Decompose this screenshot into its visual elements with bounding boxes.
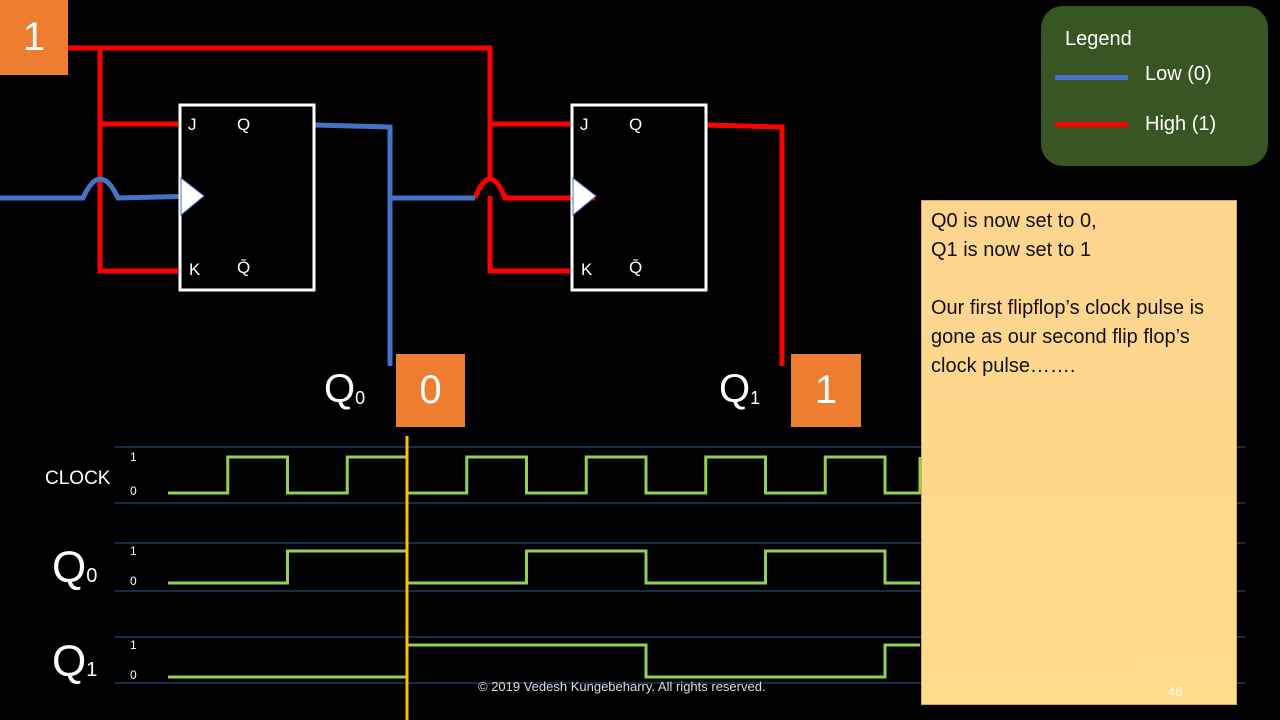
ff1-k-label: K [189, 260, 201, 279]
low-tick-label: 0 [130, 574, 137, 588]
legend-low-label: Low (0) [1145, 63, 1212, 85]
input-high-box: 1 [0, 0, 68, 75]
waveform-q0 [168, 549, 920, 585]
flipflop-1 [178, 103, 316, 292]
wire-clock2 [472, 176, 595, 201]
ff2-q-label: Q [629, 115, 643, 134]
explanation-note: Q0 is now set to 0, Q1 is now set to 1 O… [921, 200, 1237, 705]
q0-value-box: 0 [396, 354, 465, 427]
legend-title: Legend [1065, 28, 1132, 50]
ff2-qbar-label: Q̄ [629, 258, 643, 277]
legend: Legend Low (0) High (1) [1041, 6, 1268, 166]
wire-jk1 [97, 48, 178, 274]
signal-label: CLOCK [45, 468, 111, 489]
note-line-2: Q1 is now set to 1 [931, 239, 1092, 261]
signal-label: Q1 [52, 637, 97, 686]
page-number: 46 [1168, 684, 1183, 699]
waveform-q1 [168, 643, 920, 679]
clock-triangle-icon [572, 176, 597, 217]
copyright-footer: © 2019 Vedesh Kungebeharry. All rights r… [478, 679, 766, 694]
ff1-qbar-label: Q̄ [237, 258, 251, 277]
low-tick-label: 0 [130, 484, 137, 498]
legend-low-swatch [1055, 75, 1128, 80]
q0-output-label: Q0 [324, 367, 366, 411]
legend-high-swatch [1055, 122, 1128, 127]
wire-jk2 [487, 48, 570, 274]
ff2-j-label: J [580, 115, 589, 134]
signal-label: Q0 [52, 543, 97, 592]
q1-value-box: 1 [791, 354, 861, 427]
flipflop-2 [570, 103, 708, 292]
wire-q1 [705, 122, 785, 366]
high-wires [68, 45, 785, 366]
low-tick-label: 0 [130, 668, 137, 682]
note-line-1: Q0 is now set to 0, [931, 210, 1097, 232]
low-wires [0, 122, 475, 366]
ff1-j-label: J [188, 115, 197, 134]
high-tick-label: 1 [130, 450, 137, 464]
clock-triangle-icon [180, 176, 205, 217]
high-tick-label: 1 [130, 638, 137, 652]
ff2-k-label: K [581, 260, 593, 279]
legend-high-label: High (1) [1145, 113, 1217, 135]
wire-clock-in [0, 176, 201, 201]
q1-output-label: Q1 [719, 367, 761, 411]
note-paragraph: Our first flipflop’s clock pulse is gone… [931, 297, 1205, 377]
wire-q0 [313, 122, 475, 366]
ff1-q-label: Q [237, 115, 251, 134]
waveform-clock [168, 455, 922, 495]
high-tick-label: 1 [130, 544, 137, 558]
